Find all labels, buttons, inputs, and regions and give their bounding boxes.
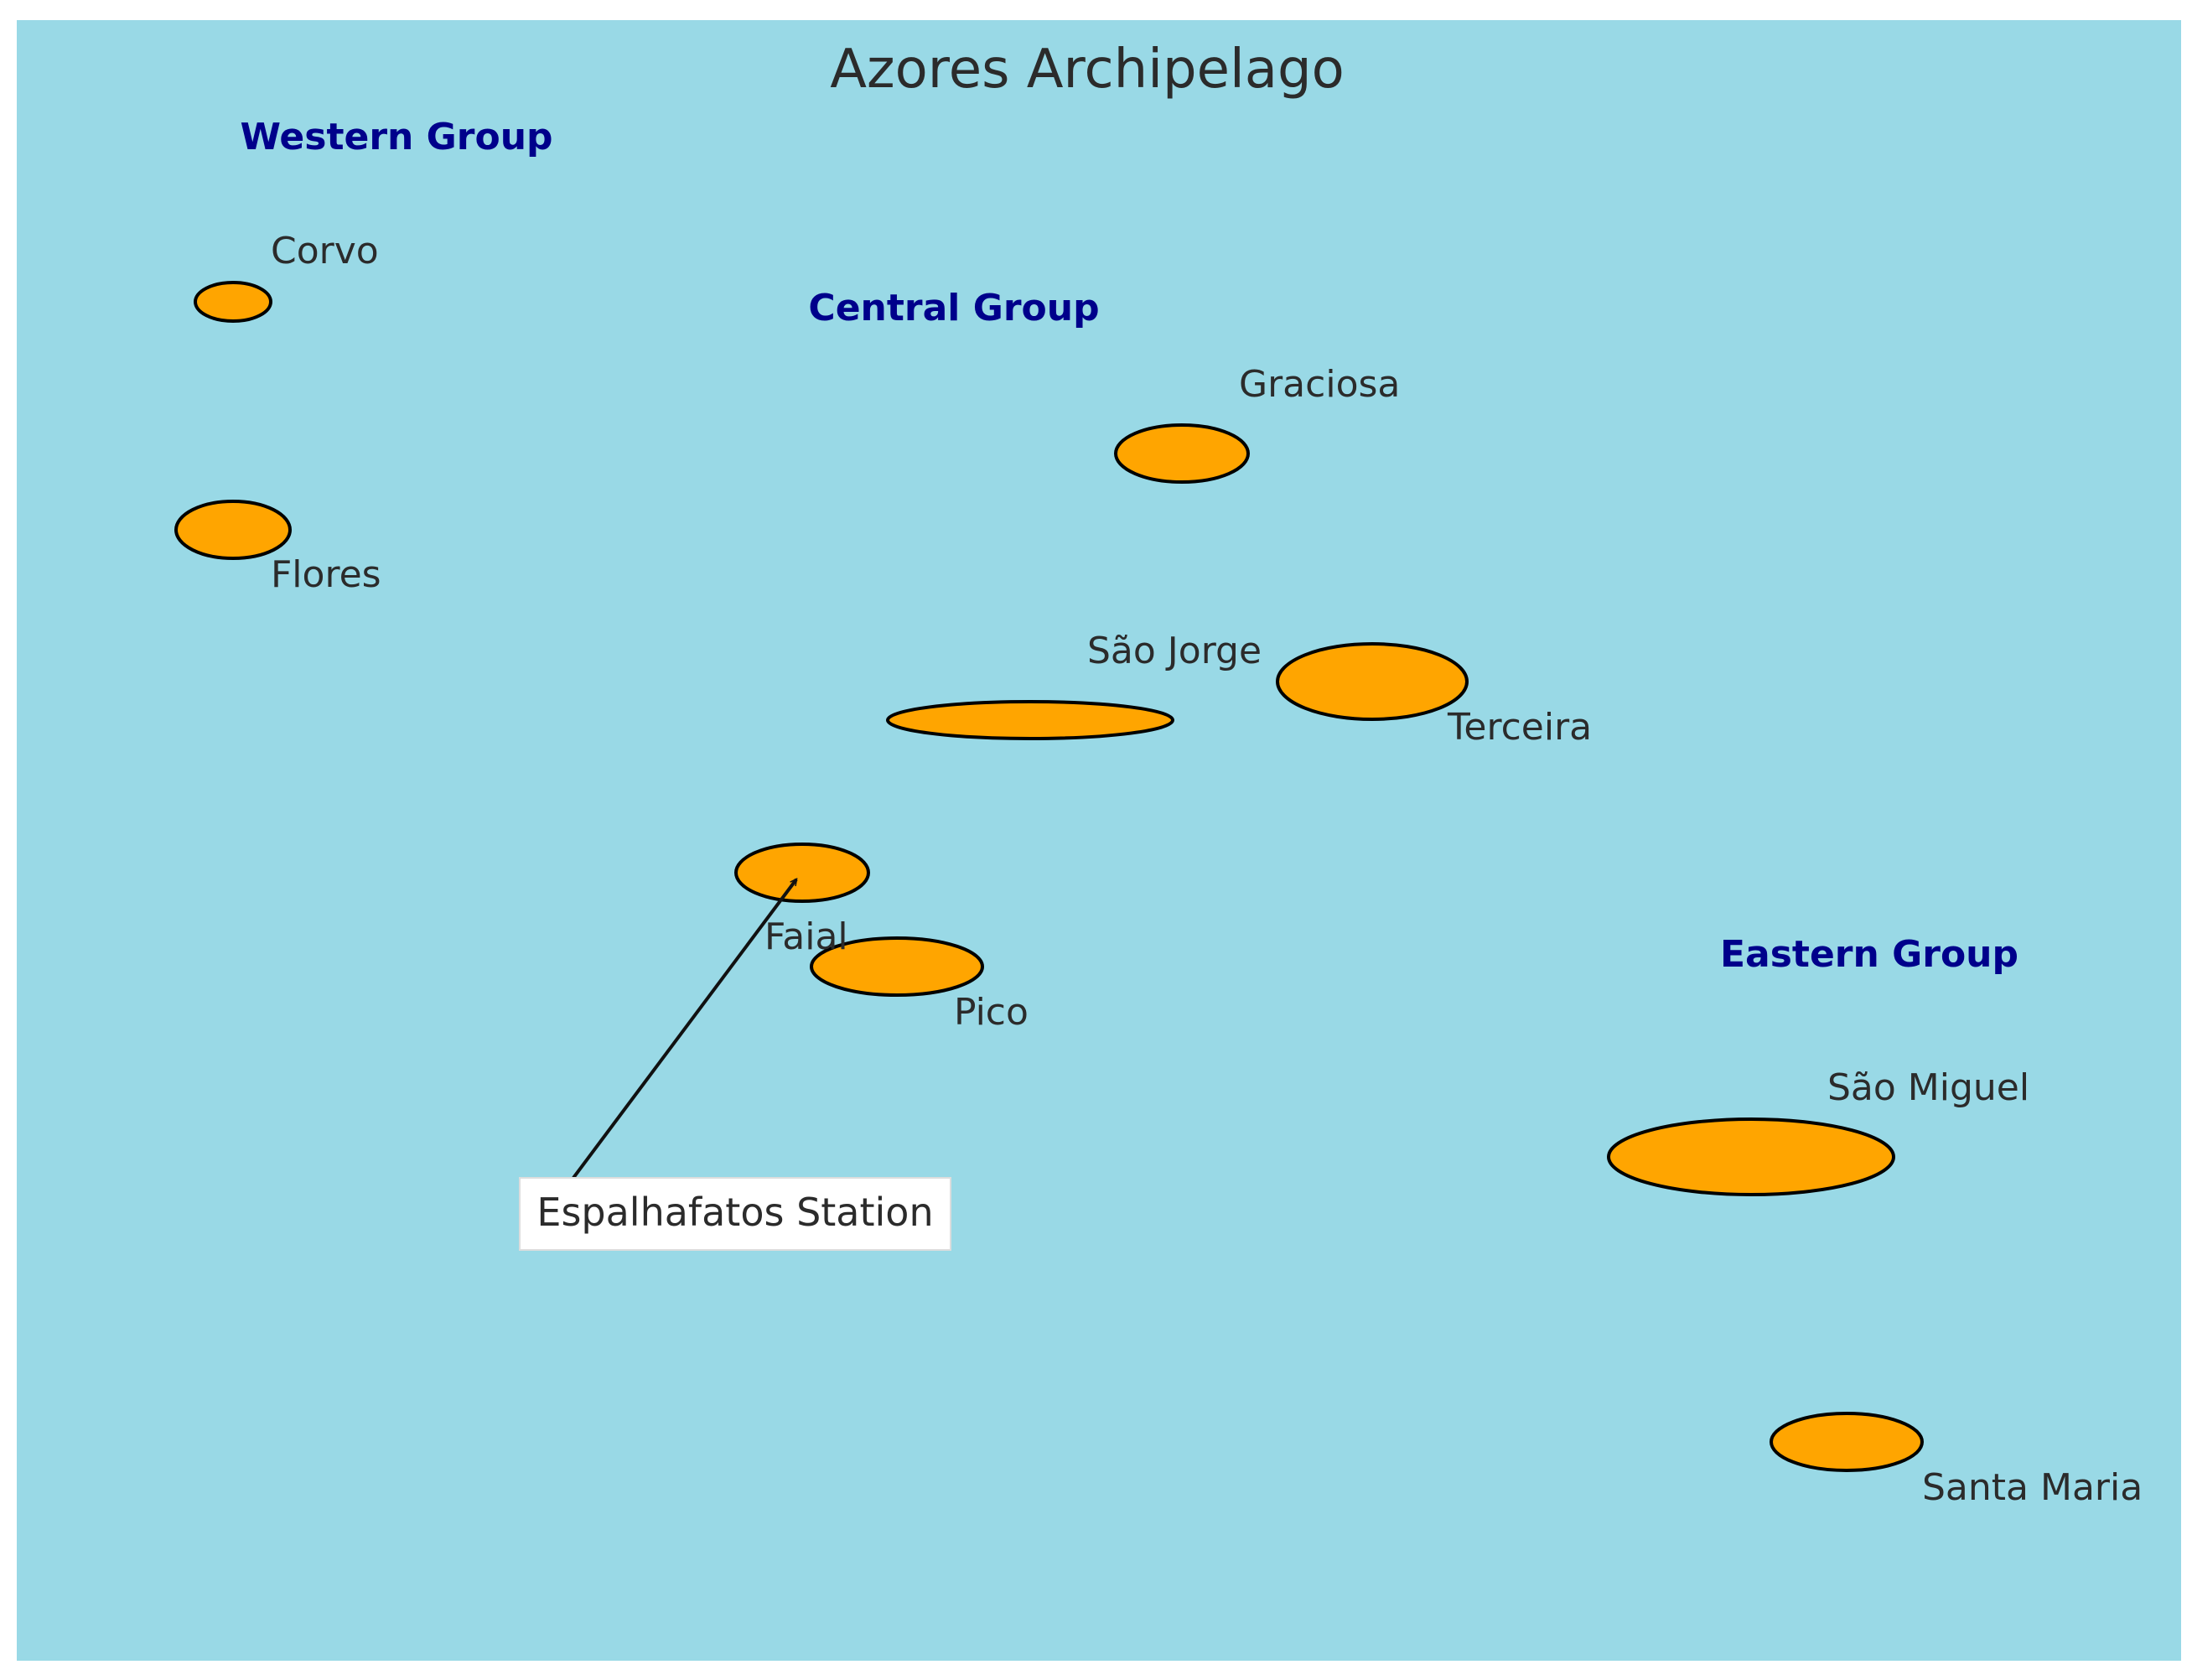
map-title: Azores Archipelago xyxy=(830,39,1345,101)
island-label-sao-jorge: São Jorge xyxy=(1087,630,1262,672)
island-corvo[interactable] xyxy=(194,281,272,323)
sea-background xyxy=(17,20,2181,1661)
island-santa-maria[interactable] xyxy=(1770,1412,1924,1472)
group-label-central: Central Group xyxy=(808,287,1099,329)
annotation-arrow xyxy=(572,879,796,1180)
island-sao-miguel[interactable] xyxy=(1607,1117,1895,1196)
island-graciosa[interactable] xyxy=(1114,423,1250,484)
island-sao-jorge[interactable] xyxy=(886,700,1174,740)
island-label-terceira: Terceira xyxy=(1447,706,1592,749)
island-label-graciosa: Graciosa xyxy=(1239,363,1400,406)
group-label-western: Western Group xyxy=(240,116,552,158)
island-label-pico: Pico xyxy=(954,991,1029,1034)
annotation-label: Espalhafatos Station xyxy=(536,1190,933,1235)
island-label-santa-maria: Santa Maria xyxy=(1922,1466,2143,1509)
island-faial[interactable] xyxy=(734,843,870,903)
island-terceira[interactable] xyxy=(1276,642,1469,721)
island-flores[interactable] xyxy=(174,500,292,560)
island-label-sao-miguel: São Miguel xyxy=(1827,1066,2029,1109)
island-label-corvo: Corvo xyxy=(271,230,379,272)
island-pico[interactable] xyxy=(810,936,984,997)
island-label-flores: Flores xyxy=(271,553,381,596)
island-label-faial: Faial xyxy=(764,915,848,958)
group-label-eastern: Eastern Group xyxy=(1720,933,2018,976)
annotation-box xyxy=(519,1177,951,1251)
